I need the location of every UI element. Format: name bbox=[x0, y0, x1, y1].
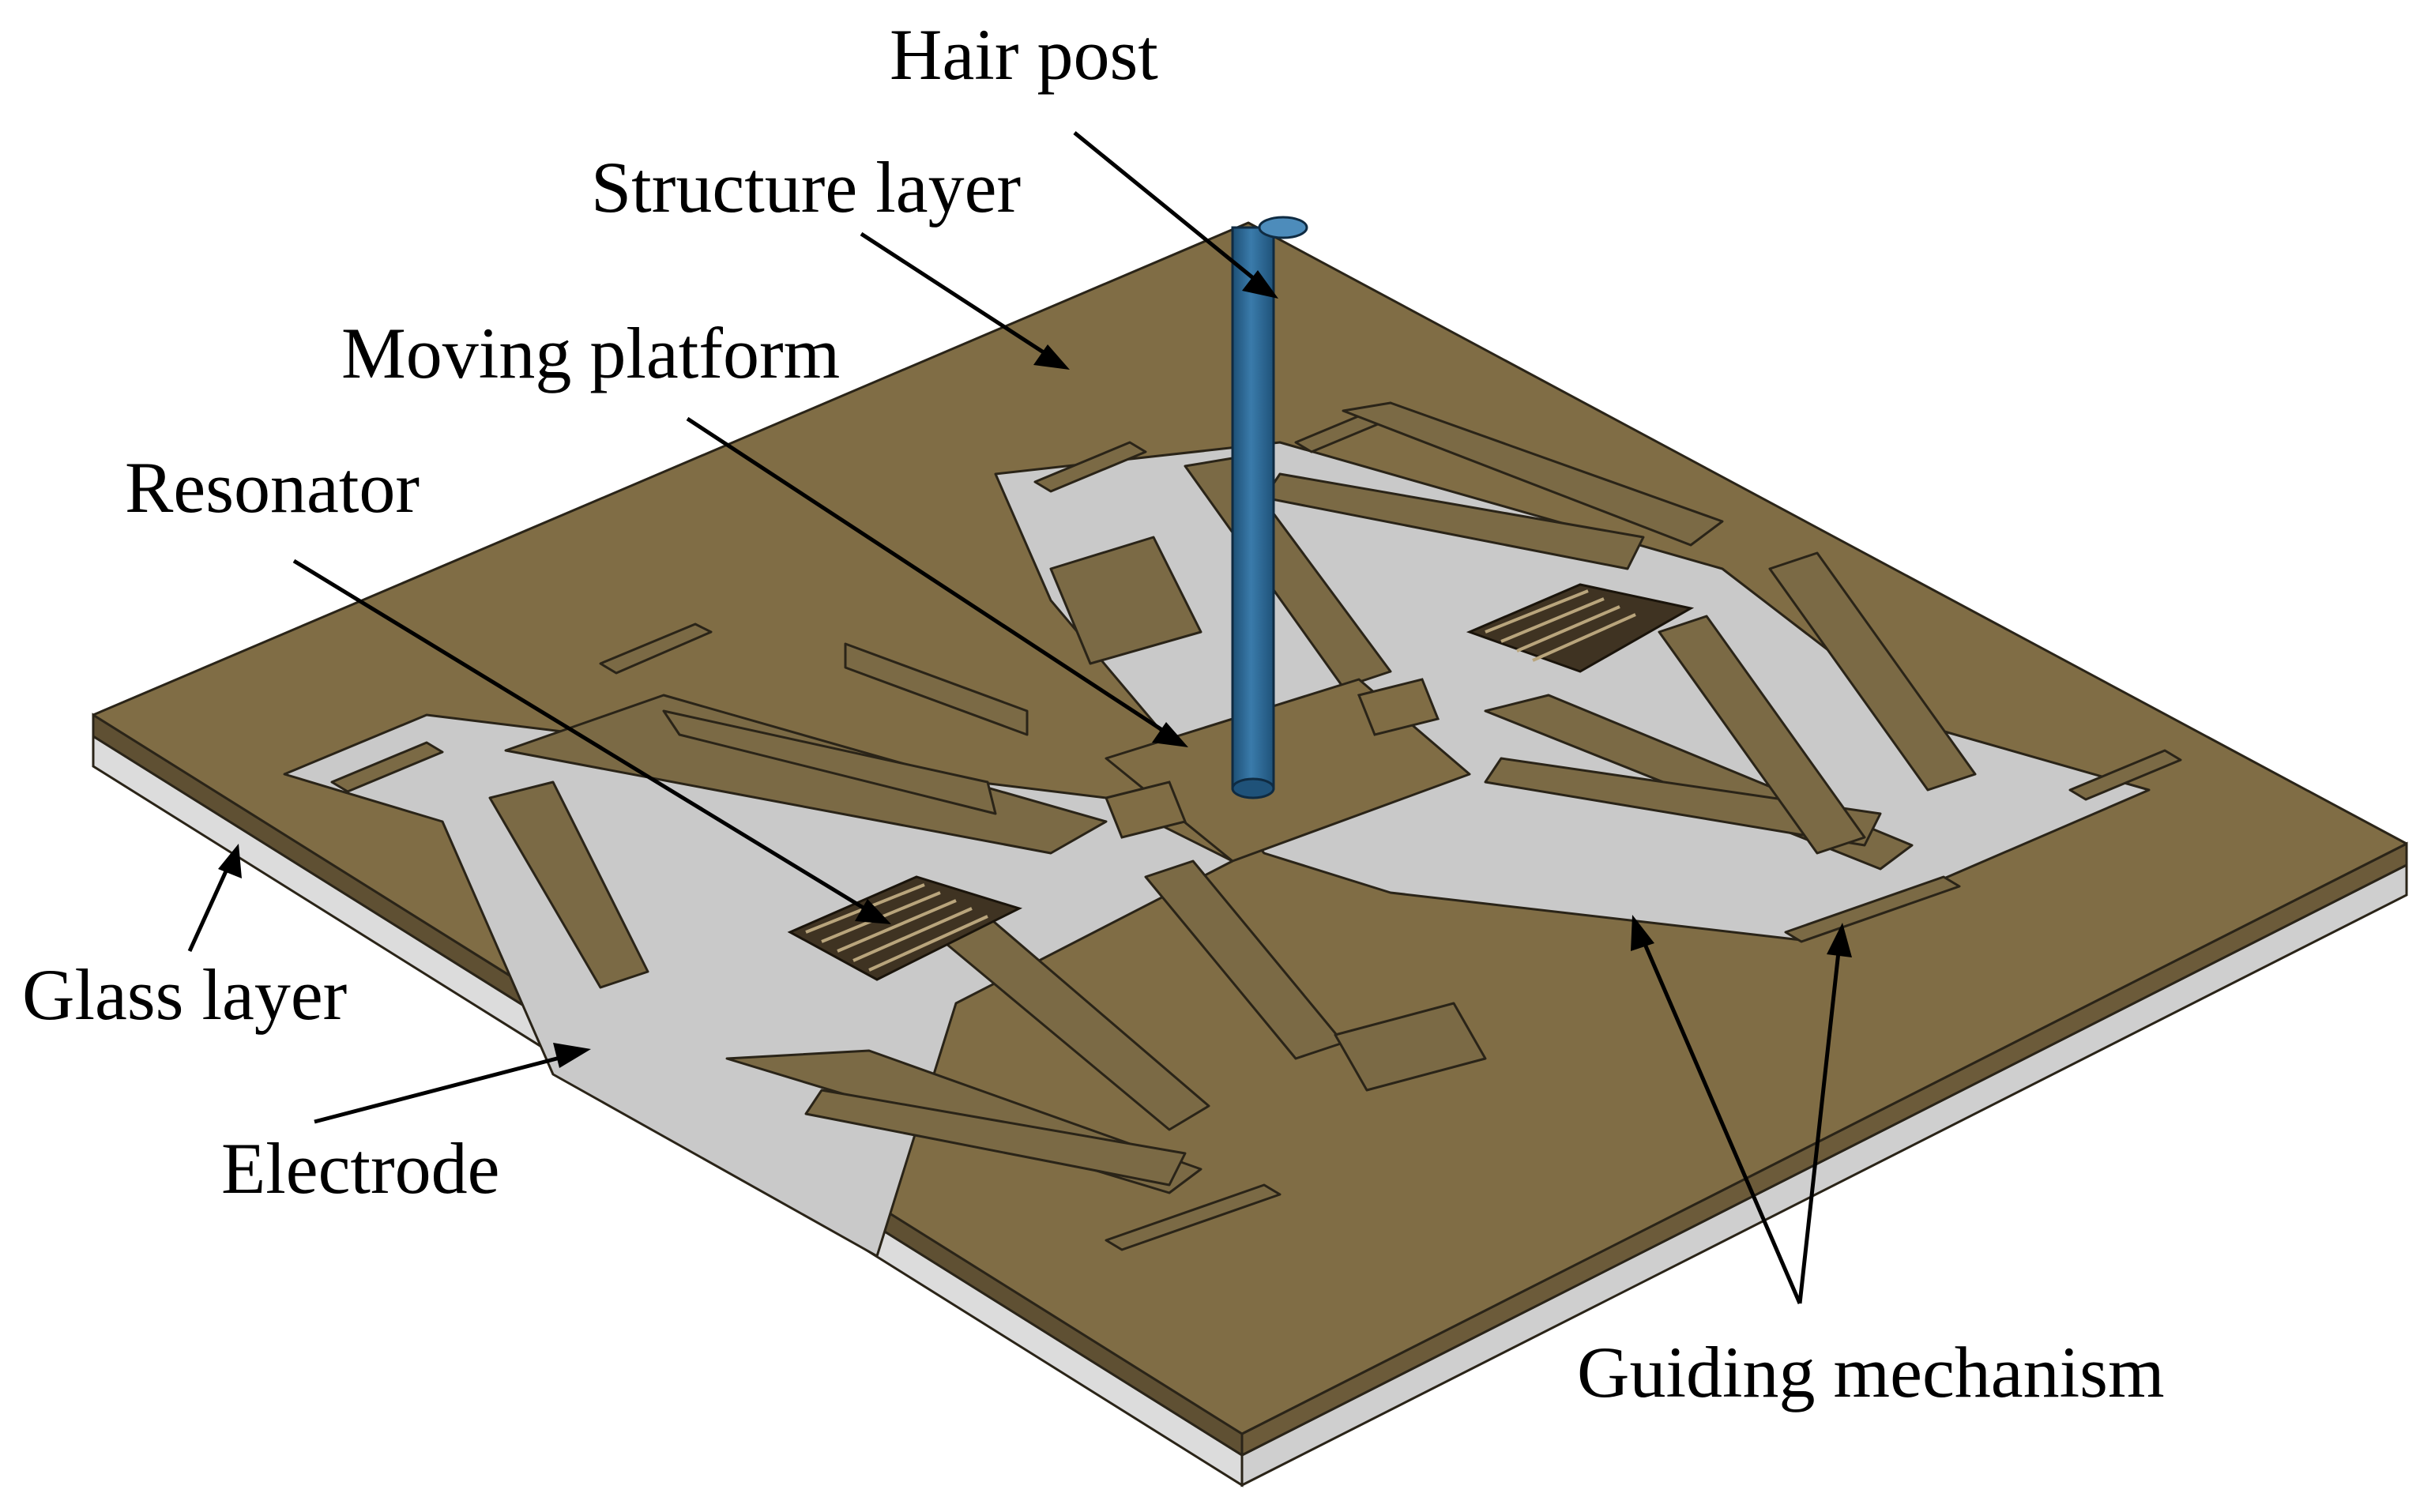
platform-connector bbox=[1104, 780, 1187, 839]
guiding-mechanism-leader bbox=[1639, 936, 1802, 1304]
resonator-body bbox=[1466, 583, 1695, 673]
label-guiding-mechanism: Guiding mechanism bbox=[1577, 1332, 2165, 1412]
comb-finger bbox=[1485, 589, 1589, 634]
label-moving-platform: Moving platform bbox=[341, 313, 840, 393]
label-hair-post: Hair post bbox=[890, 14, 1158, 95]
electrode-arrowhead bbox=[553, 1043, 591, 1068]
annotations bbox=[187, 131, 1852, 1304]
lever-beam bbox=[662, 709, 997, 815]
comb-finger bbox=[1500, 597, 1605, 643]
labels: Hair post Structure layer Moving platfor… bbox=[22, 14, 2165, 1412]
resonator-right bbox=[1466, 583, 1695, 673]
folded-spring bbox=[1033, 441, 1147, 493]
folded-spring bbox=[1784, 875, 1961, 943]
moving-platform-leader bbox=[686, 416, 1171, 737]
folded-spring bbox=[599, 622, 713, 675]
folded-spring bbox=[844, 642, 1029, 736]
hair-post bbox=[1231, 216, 1308, 799]
folded-spring bbox=[330, 741, 444, 793]
label-structure-layer: Structure layer bbox=[591, 147, 1021, 228]
comb-finger bbox=[1516, 605, 1620, 653]
label-resonator: Resonator bbox=[125, 447, 420, 528]
structure-layer-arrowhead bbox=[1033, 344, 1070, 370]
lever-beam bbox=[1342, 401, 1724, 547]
label-electrode: Electrode bbox=[221, 1128, 499, 1209]
comb-finger bbox=[837, 899, 957, 953]
resonator-arrowhead bbox=[855, 899, 891, 924]
comb-finger bbox=[1532, 613, 1636, 662]
hair-post-bottom bbox=[1231, 777, 1275, 799]
guiding-mechanism-leader bbox=[1797, 944, 1842, 1304]
moving-platform-arrowhead bbox=[1152, 722, 1188, 747]
lever-beam bbox=[1658, 615, 1866, 855]
lever-beam bbox=[1484, 757, 1882, 847]
hair-post-leader bbox=[1073, 131, 1263, 286]
folded-spring bbox=[1105, 1183, 1282, 1251]
platform-block bbox=[1049, 536, 1202, 665]
lever-beam bbox=[504, 694, 1108, 855]
hair-post-arrowhead bbox=[1242, 270, 1278, 299]
comb-finger bbox=[868, 915, 988, 972]
left-mechanism bbox=[283, 622, 1487, 1258]
platform-block bbox=[1334, 1002, 1487, 1092]
guiding-mechanism-arrowhead bbox=[1827, 923, 1852, 957]
hair-post-body bbox=[1231, 226, 1275, 790]
moving-platform bbox=[1104, 678, 1471, 863]
lever-beam bbox=[804, 1089, 1187, 1187]
resonator-left bbox=[787, 875, 1023, 981]
glass-layer-leader bbox=[187, 863, 231, 953]
structure-layer-leader bbox=[860, 231, 1052, 359]
resonator-leader bbox=[292, 559, 874, 916]
platform-connector bbox=[1357, 678, 1440, 736]
hair-post-top bbox=[1258, 216, 1308, 239]
resonator-body bbox=[787, 875, 1023, 981]
guiding-mechanism-arrowhead bbox=[1631, 915, 1654, 951]
electrode-leader bbox=[314, 1053, 570, 1124]
lever-beam bbox=[1768, 551, 1977, 792]
comb-finger bbox=[852, 907, 973, 962]
lever-beam bbox=[488, 780, 649, 989]
label-glass-layer: Glass layer bbox=[22, 954, 347, 1035]
folded-spring bbox=[2068, 749, 2182, 801]
glass-layer-arrowhead bbox=[218, 844, 242, 878]
